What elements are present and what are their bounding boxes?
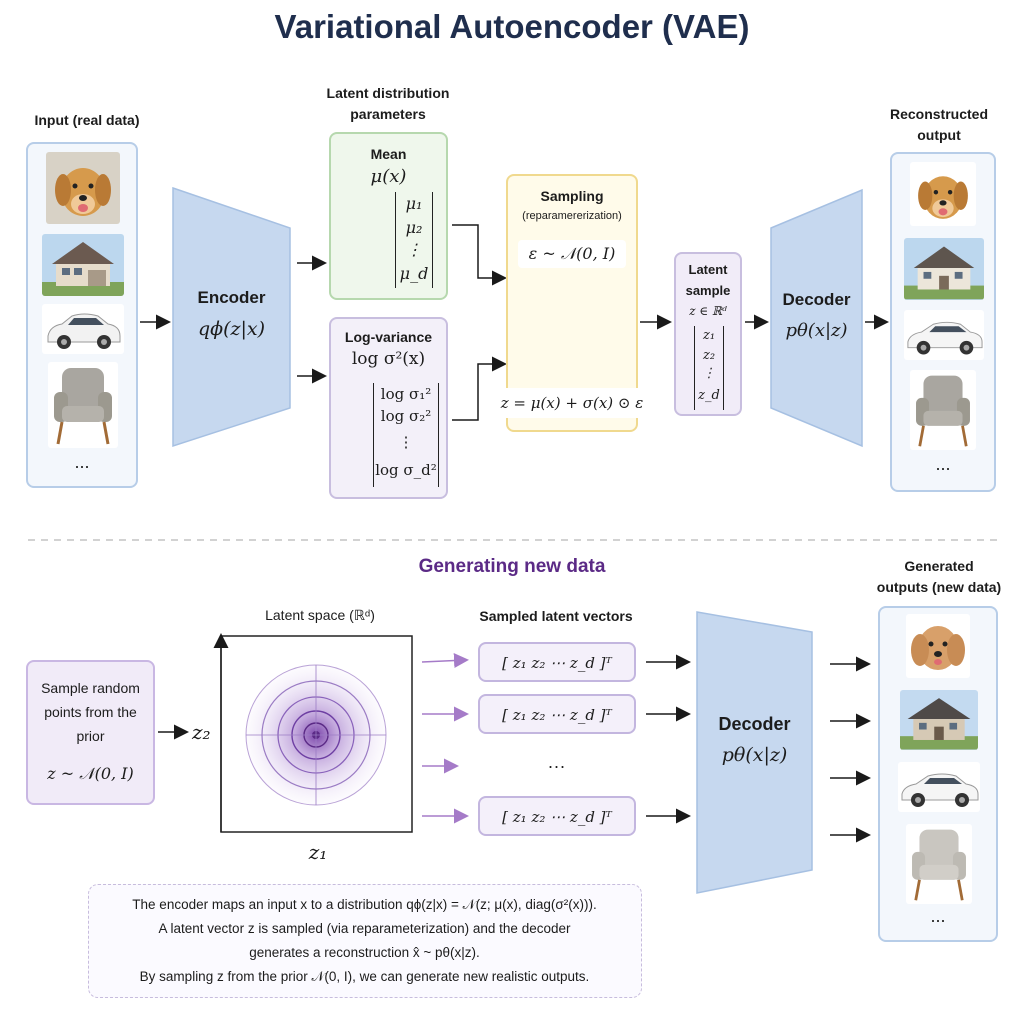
input-label: Input (real data)	[34, 112, 140, 128]
latent-sample-label-2: sample	[685, 283, 731, 298]
reconstructed-label-2: output	[917, 127, 961, 143]
eps-formula: ε ~ 𝒩(0, I)	[518, 240, 626, 268]
mean-title: Mean	[370, 146, 407, 162]
mean-entry: μ₂	[405, 218, 423, 237]
logvar-entry: log σ_d²	[375, 461, 437, 479]
generating-title: Generating new data	[418, 556, 606, 577]
note-line-1: The encoder maps an input x to a distrib…	[132, 897, 597, 912]
logvar-box: Log-variance log σ²(x) log σ₁² log σ₂² ⋮…	[329, 317, 448, 499]
mean-box: Mean μ(x) μ₁ μ₂ ⋮ μ_d	[329, 132, 448, 300]
latent-vector-2: [ z₁ z₂ ⋯ z_d ]ᵀ	[478, 694, 636, 734]
arrow-latent-vec-1	[421, 653, 469, 669]
decoder-top-label: Decoder	[782, 290, 851, 309]
note-line-4: By sampling z from the prior 𝒩(0, I), we…	[139, 969, 590, 984]
logvar-entry: log σ₁²	[380, 385, 432, 403]
explanation-note: The encoder maps an input x to a distrib…	[88, 884, 642, 998]
latent-vector-1: [ z₁ z₂ ⋯ z_d ]ᵀ	[478, 642, 636, 682]
prior-text-2: points from the	[44, 704, 137, 720]
mean-entry: μ₁	[405, 194, 423, 213]
decoder-bottom-shape	[696, 611, 813, 894]
prior-text-1: Sample random	[41, 680, 140, 696]
decoder-top-shape	[770, 188, 863, 448]
latent-sample-formula: z ∈ ℝᵈ	[689, 304, 727, 318]
house-image	[42, 234, 124, 296]
latent-entry: z_d	[698, 388, 720, 403]
latent-vector-ellipsis: ...	[547, 752, 566, 772]
encoder-formula: qϕ(z|x)	[197, 318, 266, 340]
latent-sample-vector: z₁ z₂ ⋮ z_d	[694, 326, 724, 410]
reconstructed-more: ...	[935, 454, 951, 474]
arrow-mean-sampling	[452, 224, 507, 286]
dog-image	[906, 614, 970, 678]
logvar-entry: log σ₂²	[380, 407, 432, 425]
sampling-subtitle: (reparamererization)	[522, 210, 622, 222]
chair-image	[910, 370, 976, 450]
page-title: Variational Autoencoder (VAE)	[274, 8, 750, 45]
latent-entry: z₂	[702, 348, 716, 363]
decoder-top-formula: pθ(x|z)	[785, 320, 848, 341]
latent-sample-label-1: Latent	[688, 262, 728, 277]
mean-entry: ⋮	[406, 240, 422, 259]
z1-axis-label: z₁	[308, 840, 328, 864]
prior-formula: z ~ 𝒩(0, I)	[47, 764, 134, 783]
arrow-logvar-sampling	[452, 356, 507, 421]
latent-space-plot	[213, 633, 413, 833]
input-panel: ...	[26, 142, 138, 488]
mean-formula: μ(x)	[370, 166, 407, 187]
generated-panel: ...	[878, 606, 998, 942]
generated-label-1: Generated	[904, 558, 974, 574]
latent-sample-box: Latent sample z ∈ ℝᵈ z₁ z₂ ⋮ z_d	[674, 252, 742, 416]
car-image	[42, 304, 124, 354]
generated-more: ...	[930, 906, 946, 926]
encoder-label: Encoder	[197, 288, 266, 307]
logvar-entry: ⋮	[398, 433, 414, 451]
reconstructed-label-1: Reconstructed	[889, 106, 989, 122]
prior-text-3: prior	[76, 728, 105, 744]
latent-space-label: Latent space (ℝᵈ)	[265, 607, 375, 623]
chair-image	[906, 824, 972, 904]
house-image	[900, 690, 978, 750]
prior-box: Sample random points from the prior z ~ …	[26, 660, 155, 805]
generated-label-2: outputs (new data)	[876, 579, 1002, 595]
car-image	[904, 310, 984, 360]
z2-axis-label: z₂	[192, 720, 211, 744]
latent-entry: ⋮	[702, 366, 716, 381]
car-image	[898, 762, 980, 812]
input-more: ...	[74, 452, 90, 472]
dog-image	[46, 152, 120, 224]
latent-entry: z₁	[702, 328, 716, 343]
latent-params-label-2: parameters	[350, 106, 426, 122]
mean-entry: μ_d	[399, 264, 429, 283]
logvar-formula: log σ²(x)	[351, 349, 426, 369]
z-formula: z = μ(x) + σ(x) ⊙ ε	[494, 388, 650, 418]
decoder-bottom-formula: pθ(x|z)	[721, 744, 788, 766]
mean-vector: μ₁ μ₂ ⋮ μ_d	[395, 192, 433, 288]
latent-params-label-1: Latent distribution	[326, 85, 450, 101]
reconstructed-panel: ...	[890, 152, 996, 492]
latent-vector-4: [ z₁ z₂ ⋯ z_d ]ᵀ	[478, 796, 636, 836]
note-line-2: A latent vector z is sampled (via repara…	[158, 921, 571, 936]
sampling-title: Sampling	[540, 188, 604, 204]
dog-image	[910, 162, 976, 226]
house-image	[904, 238, 984, 300]
encoder-shape	[172, 186, 291, 448]
decoder-bottom-label: Decoder	[718, 714, 791, 734]
note-line-3: generates a reconstruction x̂ ~ pθ(x|z).	[249, 945, 480, 960]
logvar-vector: log σ₁² log σ₂² ⋮ log σ_d²	[373, 383, 439, 487]
logvar-title: Log-variance	[344, 329, 433, 345]
sampled-vectors-label: Sampled latent vectors	[479, 608, 633, 624]
chair-image	[48, 362, 118, 448]
